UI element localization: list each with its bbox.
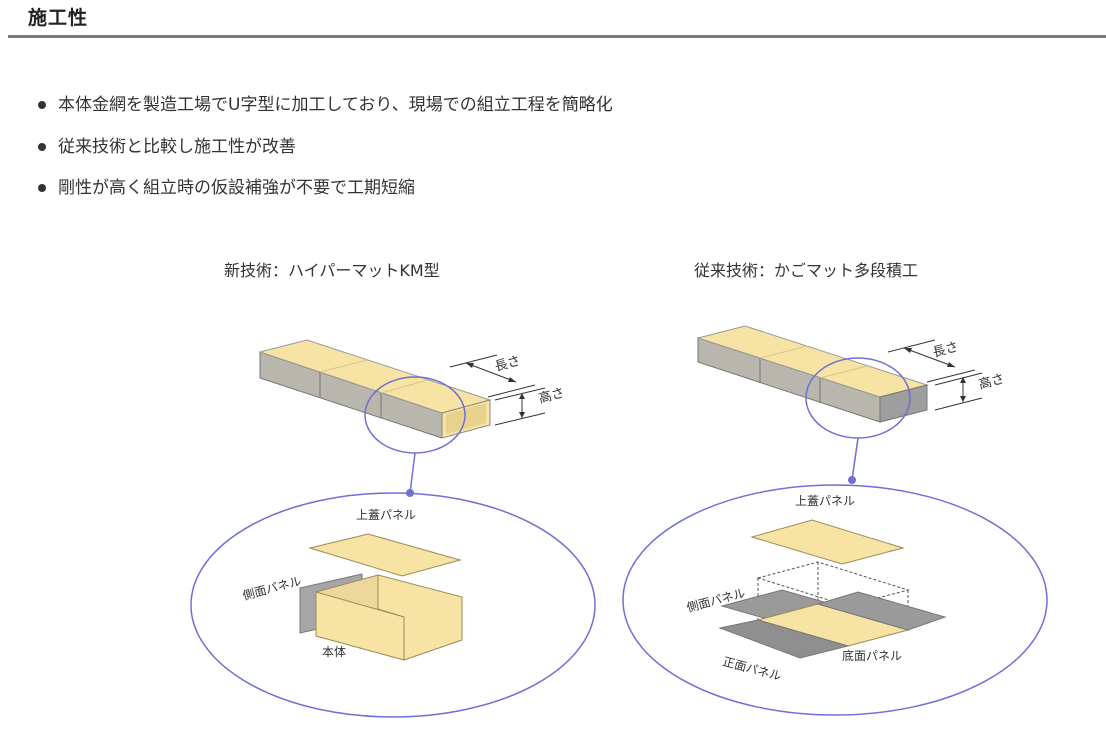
new-technique-caption: 新技術：ハイパーマットKM型 [224, 261, 440, 280]
old-gabion-row [696, 325, 929, 423]
old-bottom-panel-label: 底面パネル [842, 648, 902, 663]
new-top-panel [308, 533, 462, 577]
old-top-panel-label: 上蓋パネル [795, 494, 855, 508]
new-height-label: 高さ [537, 385, 566, 407]
new-detail-ellipse [190, 492, 596, 718]
old-connector-dot [848, 476, 856, 484]
new-dimension-lines [449, 354, 546, 426]
old-detail-ellipse [622, 484, 1048, 716]
old-front-panel-label: 正面パネル [721, 654, 783, 683]
bullet-icon [38, 142, 46, 151]
list-item: 剛性が高く組立時の仮設補強が不要で工期短縮 [38, 173, 613, 215]
bullet-icon [38, 101, 46, 109]
new-side-panel-label: 側面パネル [241, 574, 303, 603]
feature-list: 本体金網を製造工場でU字型に加工しており、現場での組立工程を簡略化 従来技術と比… [38, 90, 613, 215]
list-item-text: 従来技術と比較し施工性が改善 [58, 136, 296, 157]
new-length-label: 長さ [493, 354, 522, 375]
list-item: 従来技術と比較し施工性が改善 [38, 132, 613, 174]
new-u-body [315, 574, 463, 661]
old-technique-caption: 従来技術：かごマット多段積工 [694, 261, 919, 280]
old-dimension-lines [887, 339, 983, 411]
list-item-text: 本体金網を製造工場でU字型に加工しており、現場での組立工程を簡略化 [58, 95, 613, 115]
list-item: 本体金網を製造工場でU字型に加工しており、現場での組立工程を簡略化 [38, 90, 613, 132]
new-top-panel-label: 上蓋パネル [356, 508, 416, 522]
old-top-panel [750, 519, 905, 565]
new-body-label: 本体 [322, 645, 346, 659]
bullet-icon [38, 184, 46, 192]
old-height-label: 高さ [977, 371, 1006, 393]
section-title: 施工性 [28, 7, 89, 29]
old-front-panel [718, 619, 850, 659]
new-gabion-row [258, 339, 492, 439]
list-item-text: 剛性が高く組立時の仮設補強が不要で工期短縮 [58, 178, 415, 198]
old-length-label: 長さ [931, 340, 960, 361]
section-header: 施工性 [8, 0, 1106, 38]
